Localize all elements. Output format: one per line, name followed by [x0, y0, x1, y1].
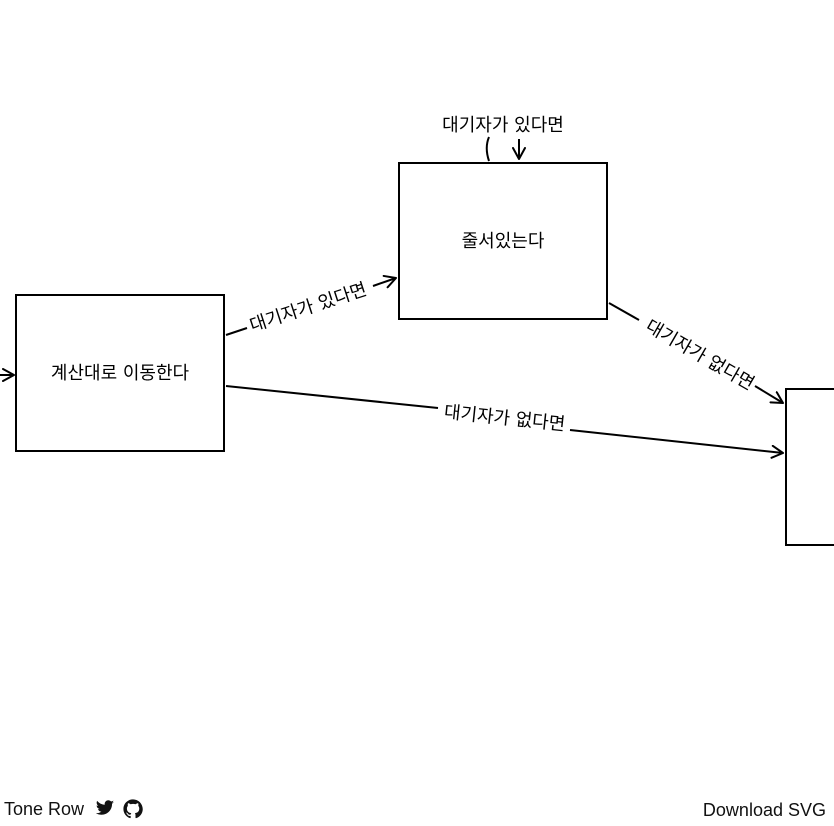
- edge-checkout-to-queue: 대기자가 있다면: [225, 274, 397, 337]
- edge-checkout-to-next: 대기자가 없다면: [225, 385, 784, 459]
- footer-left: Tone Row: [4, 798, 144, 820]
- brand-name[interactable]: Tone Row: [4, 798, 85, 819]
- state-diagram: 계산대로 이동한다 줄서있는다 대기자가 있다면 대기자가 있다면 대기자가 없…: [0, 115, 834, 546]
- edge-queue-to-next: 대기자가 없다면: [608, 302, 784, 404]
- edge-queue-to-next-label: 대기자가 없다면: [642, 316, 758, 395]
- node-next[interactable]: [785, 388, 834, 546]
- edge-queue-self-loop-label: 대기자가 있다면: [442, 115, 564, 136]
- node-checkout[interactable]: 계산대로 이동한다: [15, 294, 225, 452]
- edge-queue-self-loop: 대기자가 있다면: [442, 115, 564, 162]
- node-queueing-label: 줄서있는다: [462, 231, 545, 252]
- edge-checkout-to-queue-label: 대기자가 있다면: [247, 279, 369, 337]
- node-checkout-label: 계산대로 이동한다: [51, 363, 190, 384]
- node-queueing[interactable]: 줄서있는다: [398, 162, 608, 320]
- github-icon[interactable]: [122, 798, 144, 820]
- twitter-icon[interactable]: [94, 798, 116, 820]
- edge-checkout-to-next-label: 대기자가 없다면: [443, 402, 566, 436]
- download-svg-button[interactable]: Download SVG: [702, 800, 826, 820]
